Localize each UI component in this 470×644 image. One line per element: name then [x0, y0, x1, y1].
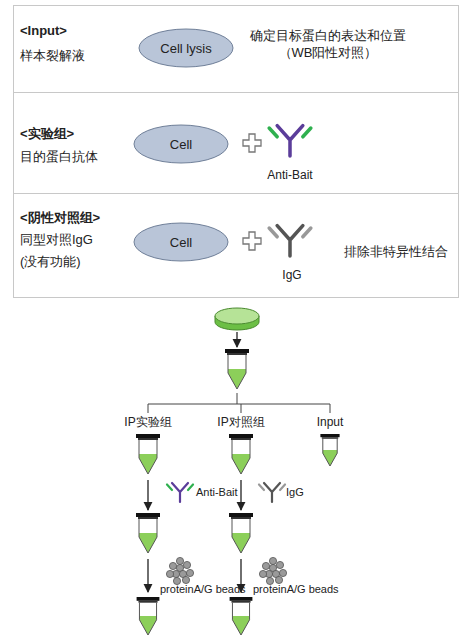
tube-icon	[229, 513, 253, 553]
cell-label: Cell	[133, 137, 229, 152]
row-heading: <阴性对照组>	[20, 210, 100, 227]
antibody-label: IgG	[286, 486, 304, 500]
row-heading: <Input>	[20, 23, 67, 40]
cell-label: Cell lysis	[138, 41, 234, 56]
row-text: 样本裂解液	[20, 48, 85, 65]
antibody-label: IgG	[282, 268, 301, 283]
tube-icon	[136, 513, 160, 553]
group-label: IP对照组	[217, 415, 264, 430]
antibody-icon	[269, 126, 311, 156]
row-text: 目的蛋白抗体	[20, 149, 98, 166]
flow-arrow	[147, 559, 148, 592]
group-label: Input	[317, 415, 344, 430]
row-text: 确定目标蛋白的表达和位置 （WB阳性对照）	[246, 28, 410, 62]
row-text: 排除非特异性结合	[344, 244, 448, 261]
culture-dish	[215, 308, 259, 330]
row-text: (没有功能)	[20, 254, 81, 271]
tube-icon	[136, 434, 160, 474]
row-text: 同型对照IgG	[20, 232, 93, 249]
tube-icon	[225, 349, 249, 389]
beads-label: proteinA/G beads	[253, 583, 325, 597]
cell-ellipse: Cell	[133, 222, 229, 262]
branch-lines	[148, 393, 330, 413]
cell-label: Cell	[133, 235, 229, 250]
flow-arrow	[147, 480, 148, 510]
tube-icon	[320, 434, 339, 466]
cell-ellipse: Cell	[133, 124, 229, 164]
table-row: <阴性对照组> 同型对照IgG (没有功能) 排除非特异性结合 Cell	[13, 193, 459, 298]
antibody-icon	[259, 483, 285, 502]
plus-sign	[243, 134, 261, 152]
plus-sign	[243, 232, 261, 250]
group-label: IP实验组	[124, 415, 171, 430]
tube-icon	[230, 597, 253, 635]
row-heading: <实验组>	[20, 126, 74, 143]
beads-label: proteinA/G beads	[160, 583, 232, 597]
antibody-icon	[269, 226, 311, 256]
tube-icon	[229, 434, 253, 474]
table-row: <实验组> 目的蛋白抗体 Cell	[13, 92, 459, 194]
table-row: <Input> 样本裂解液 确定目标蛋白的表达和位置 （WB阳性对照） Cell ly…	[13, 5, 459, 93]
antibody-icon	[167, 483, 193, 502]
beads-icon	[259, 557, 286, 584]
antibody-label: Anti-Bait	[267, 168, 312, 183]
tube-icon	[137, 597, 160, 635]
flow-arrow	[240, 480, 241, 510]
flow-arrow	[240, 559, 241, 592]
beads-icon	[166, 557, 193, 584]
flow-arrow	[236, 332, 237, 347]
antibody-label: Anti-Bait	[196, 486, 238, 500]
cell-ellipse: Cell lysis	[138, 28, 234, 68]
